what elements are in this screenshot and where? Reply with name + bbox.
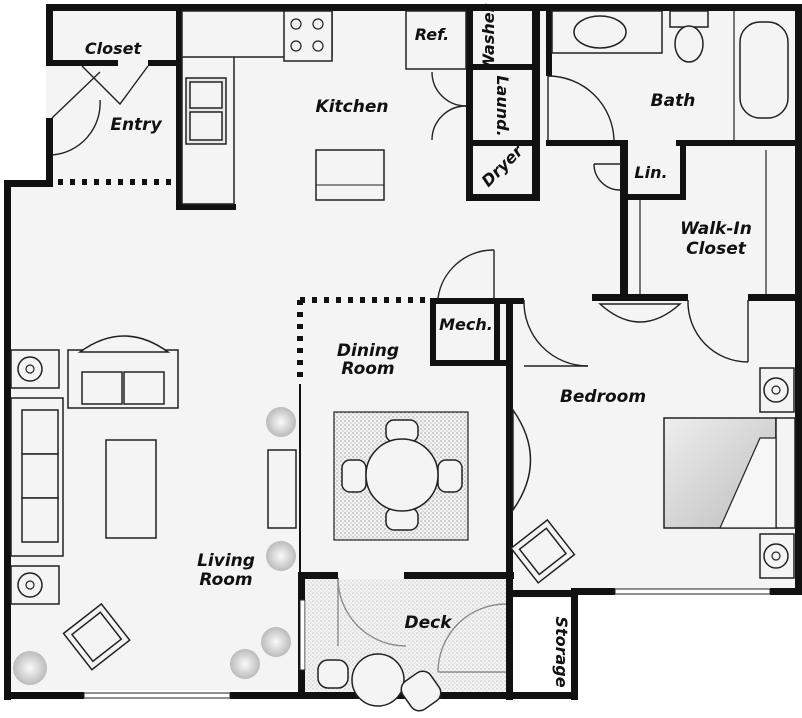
room-label-walk-in-closet-2: Closet — [686, 239, 747, 259]
room-label-walk-in-closet: Walk-In — [680, 219, 752, 239]
room-label-bath: Bath — [651, 91, 696, 111]
stove-icon — [283, 10, 333, 62]
tv-console-icon — [267, 449, 297, 529]
plant-icon — [13, 651, 47, 685]
kitchen-fixtures — [181, 10, 467, 205]
plant-icon — [266, 407, 296, 437]
room-label-mechanical: Mech. — [439, 315, 493, 334]
room-label-deck: Deck — [404, 613, 453, 633]
refrigerator-icon — [405, 10, 467, 70]
room-label-entry: Entry — [110, 115, 162, 135]
bath-fixtures — [551, 10, 789, 140]
room-label-closet: Closet — [85, 39, 143, 58]
room-label-bedroom: Bedroom — [560, 387, 646, 407]
room-label-washer: Washer — [479, 3, 498, 71]
patio-table-icon — [351, 653, 405, 707]
kitchen-island — [315, 149, 385, 201]
bath-sink-icon — [573, 15, 627, 49]
dresser-icon — [512, 407, 532, 513]
walk-in-shelves — [639, 150, 767, 294]
dining-table-icon — [365, 438, 439, 512]
plant-icon — [230, 649, 260, 679]
room-label-kitchen: Kitchen — [316, 97, 389, 117]
room-label-dining: Dining — [337, 341, 399, 361]
dining-furniture — [333, 411, 469, 541]
room-label-living: Living — [197, 551, 255, 571]
deck-furniture — [305, 579, 506, 712]
room-label-linen: Lin. — [634, 163, 667, 182]
closet-shelf — [598, 303, 682, 323]
living-room-furniture — [10, 335, 297, 685]
plant-icon — [266, 541, 296, 571]
room-label-storage: Storage — [552, 616, 571, 687]
coffee-table-icon — [105, 439, 157, 539]
room-label-living-2: Room — [199, 570, 252, 590]
room-label-dining-2: Room — [341, 359, 394, 379]
walls — [4, 4, 802, 700]
toilet-icon — [674, 25, 704, 63]
room-label-laundry: Laund. — [493, 75, 512, 136]
room-label-refrigerator: Ref. — [415, 25, 450, 44]
bedroom-furniture — [510, 303, 796, 584]
open-passages — [58, 179, 430, 574]
plant-icon — [261, 627, 291, 657]
windows — [83, 588, 771, 699]
bathtub-icon — [739, 21, 789, 119]
